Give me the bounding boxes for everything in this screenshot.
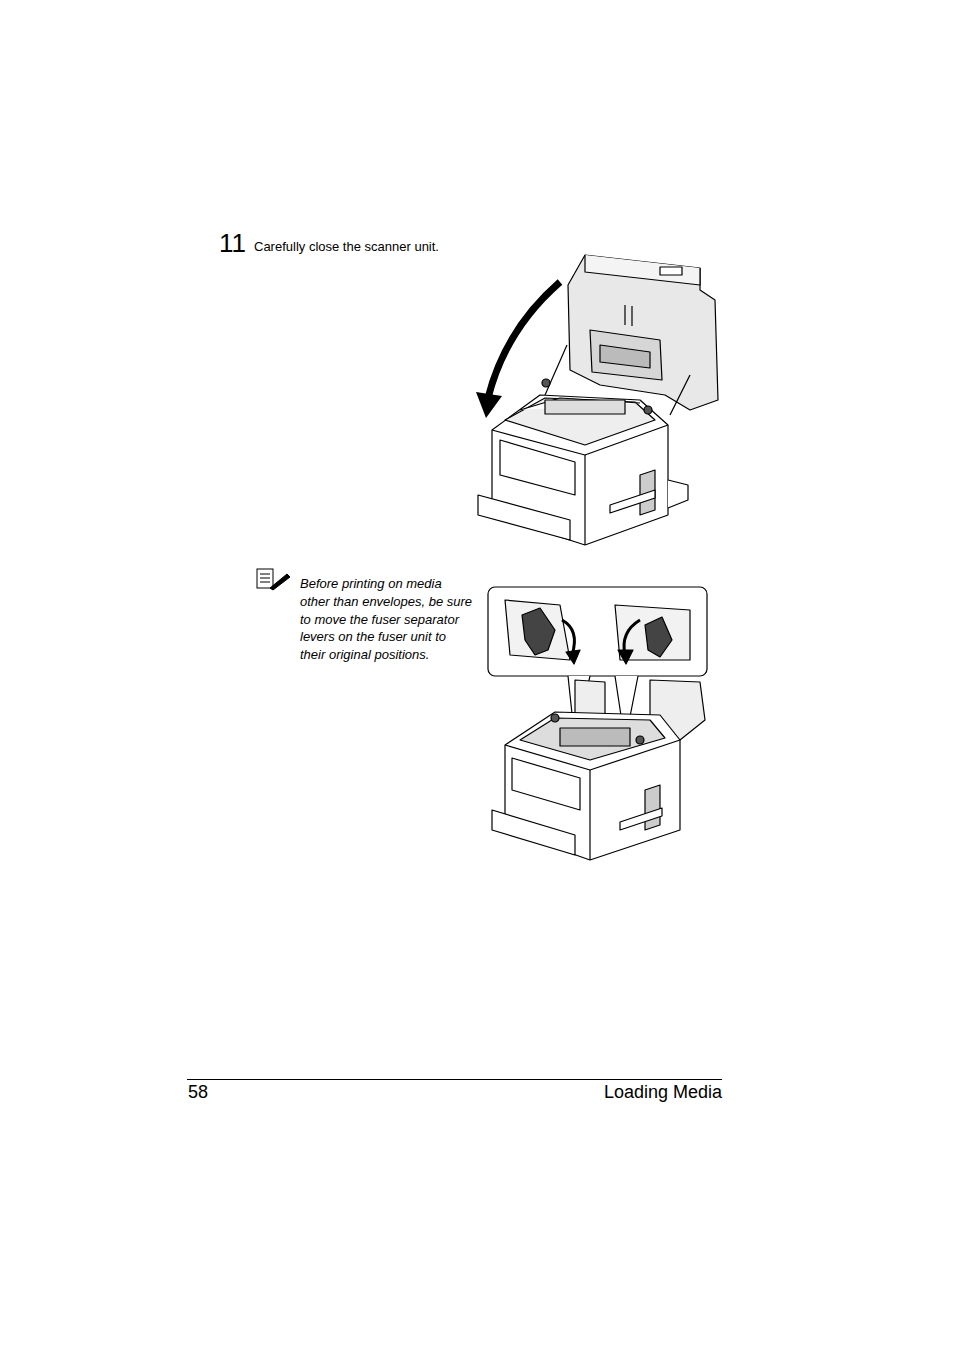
step-number: 11 xyxy=(219,228,246,259)
note-text: Before printing on media other than enve… xyxy=(300,575,472,664)
page-number: 58 xyxy=(188,1082,208,1104)
section-title: Loading Media xyxy=(604,1082,722,1104)
step-text: Carefully close the scanner unit. xyxy=(254,239,439,255)
